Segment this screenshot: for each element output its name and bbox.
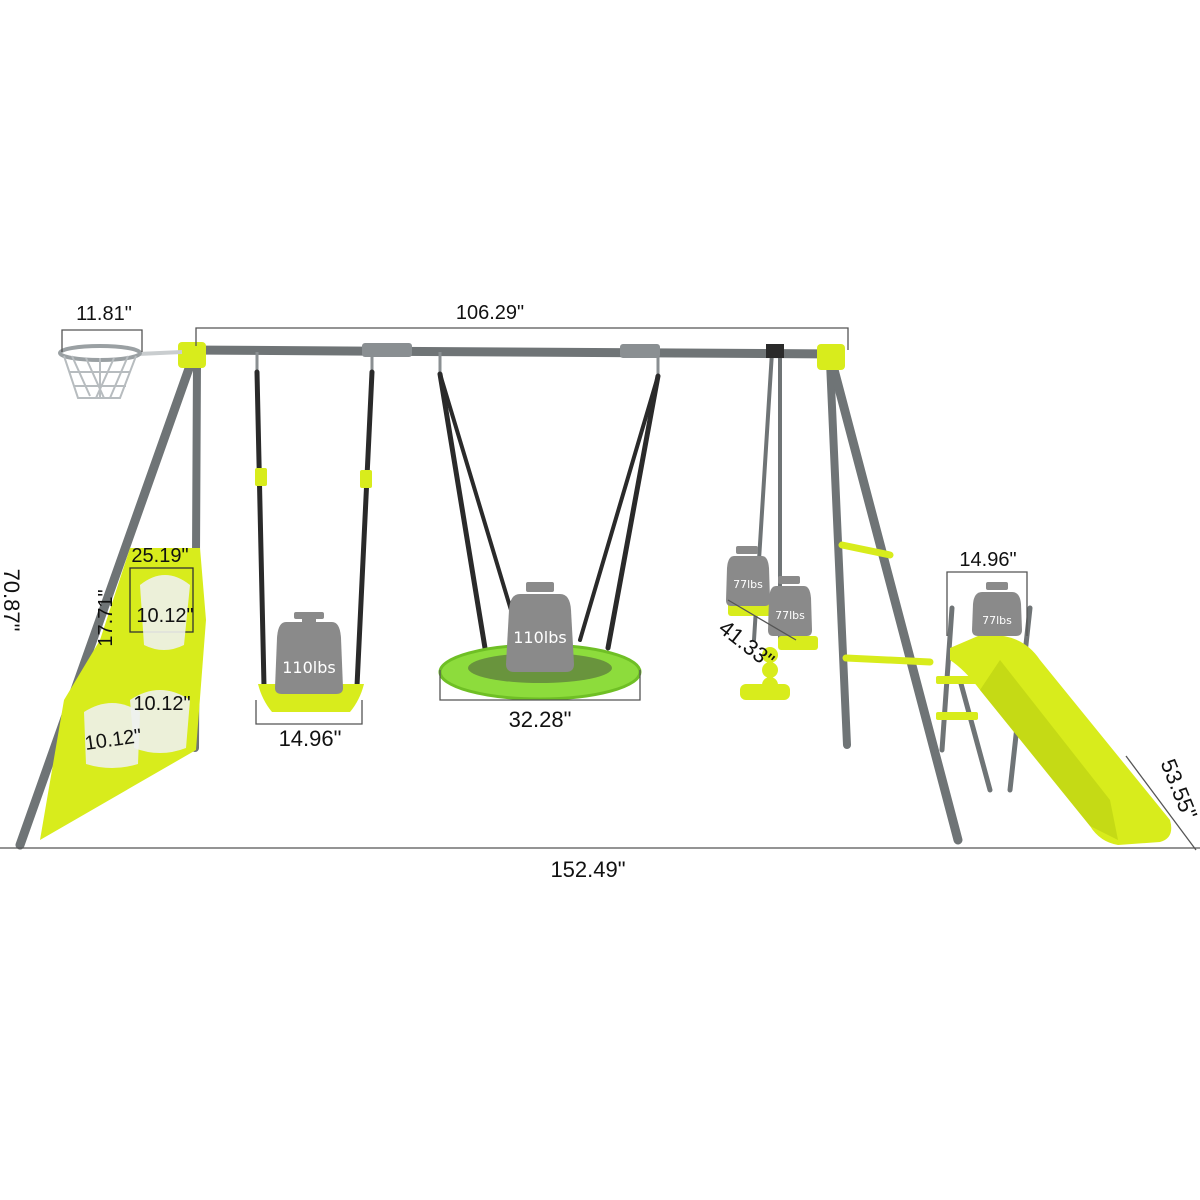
guide-hoop-width [61, 329, 143, 352]
saucer-rope-1 [437, 371, 488, 651]
right-top-bracket [817, 344, 845, 370]
weight-icon-belt-swing: 110lbs [275, 612, 343, 694]
left-front-leg [15, 355, 197, 850]
belt-swing-clip-right [360, 470, 372, 488]
belt-swing-clip-left [255, 468, 267, 486]
right-front-leg [827, 357, 963, 845]
beam-joint-2 [620, 344, 660, 358]
hole-upper [140, 575, 190, 650]
belt-swing-rope-left [254, 369, 267, 689]
label-overall-height: 70.87" [0, 569, 24, 632]
guide-slide-width [946, 571, 1028, 636]
label-saucer-diameter: 32.28" [509, 707, 572, 732]
beam-joint-1 [362, 343, 412, 357]
swing-frame [15, 342, 963, 850]
target-panel [40, 548, 206, 840]
slide [936, 605, 1172, 845]
guide-belt-swing-width [255, 700, 363, 725]
saucer-rope-2 [438, 372, 522, 642]
saucer-rope-4 [578, 374, 660, 642]
label-hoop-width: 11.81" [76, 303, 132, 325]
basketball-hoop [58, 344, 183, 399]
label-panel-height: 17.71" [95, 589, 117, 646]
right-rear-leg [826, 358, 851, 749]
label-top-beam-length: 106.29" [456, 302, 524, 324]
hole-middle [130, 690, 190, 753]
glider-handle-bead-1 [762, 647, 778, 663]
label-overall-width: 152.49" [550, 857, 625, 882]
right-crossbar-lower [842, 654, 934, 666]
label-slide-width: 14.96" [959, 549, 1016, 571]
dimension-guides [0, 327, 1200, 851]
slide-step-lower [936, 712, 978, 720]
weight-label-glider-seat-2: 77lbs [775, 609, 805, 622]
belt-swing-rope-right [354, 369, 375, 689]
glider-base [740, 684, 790, 700]
label-belt-swing-width: 14.96" [279, 726, 342, 751]
label-hole-middle: 10.12" [133, 693, 190, 715]
guide-top-beam [195, 327, 849, 350]
weight-icon-glider-seat-2: 77lbs [768, 576, 812, 636]
top-beam [180, 345, 845, 359]
label-hole-upper: 10.12" [136, 605, 193, 627]
weight-label-glider-seat-1: 77lbs [733, 578, 763, 591]
weight-label-saucer-swing: 110lbs [513, 628, 566, 647]
hoop-bracket [137, 350, 183, 356]
glider-footrest [778, 636, 818, 650]
guide-saucer-diameter [439, 670, 641, 701]
slide-chute-shade [980, 660, 1118, 840]
glider-handle-bead-2 [762, 662, 778, 678]
guide-glider-length [727, 599, 797, 641]
left-top-bracket [178, 342, 206, 368]
slide-step-upper [936, 676, 978, 684]
weight-icon-glider-seat-1: 77lbs [726, 546, 770, 606]
guide-slide-length [1125, 755, 1197, 851]
right-crossbar-upper [838, 541, 894, 559]
weight-icon-saucer-swing: 110lbs [506, 582, 574, 672]
weight-label-belt-swing: 110lbs [282, 658, 335, 677]
hole-lower [84, 703, 140, 768]
hoop-net [63, 355, 137, 399]
weight-label-slide: 77lbs [982, 614, 1012, 627]
slide-back-leg [957, 677, 993, 793]
saucer-rope-3 [605, 373, 661, 651]
label-panel-width: 25.19" [131, 545, 188, 567]
weight-icon-slide: 77lbs [972, 582, 1022, 636]
glider-mount [766, 344, 784, 358]
